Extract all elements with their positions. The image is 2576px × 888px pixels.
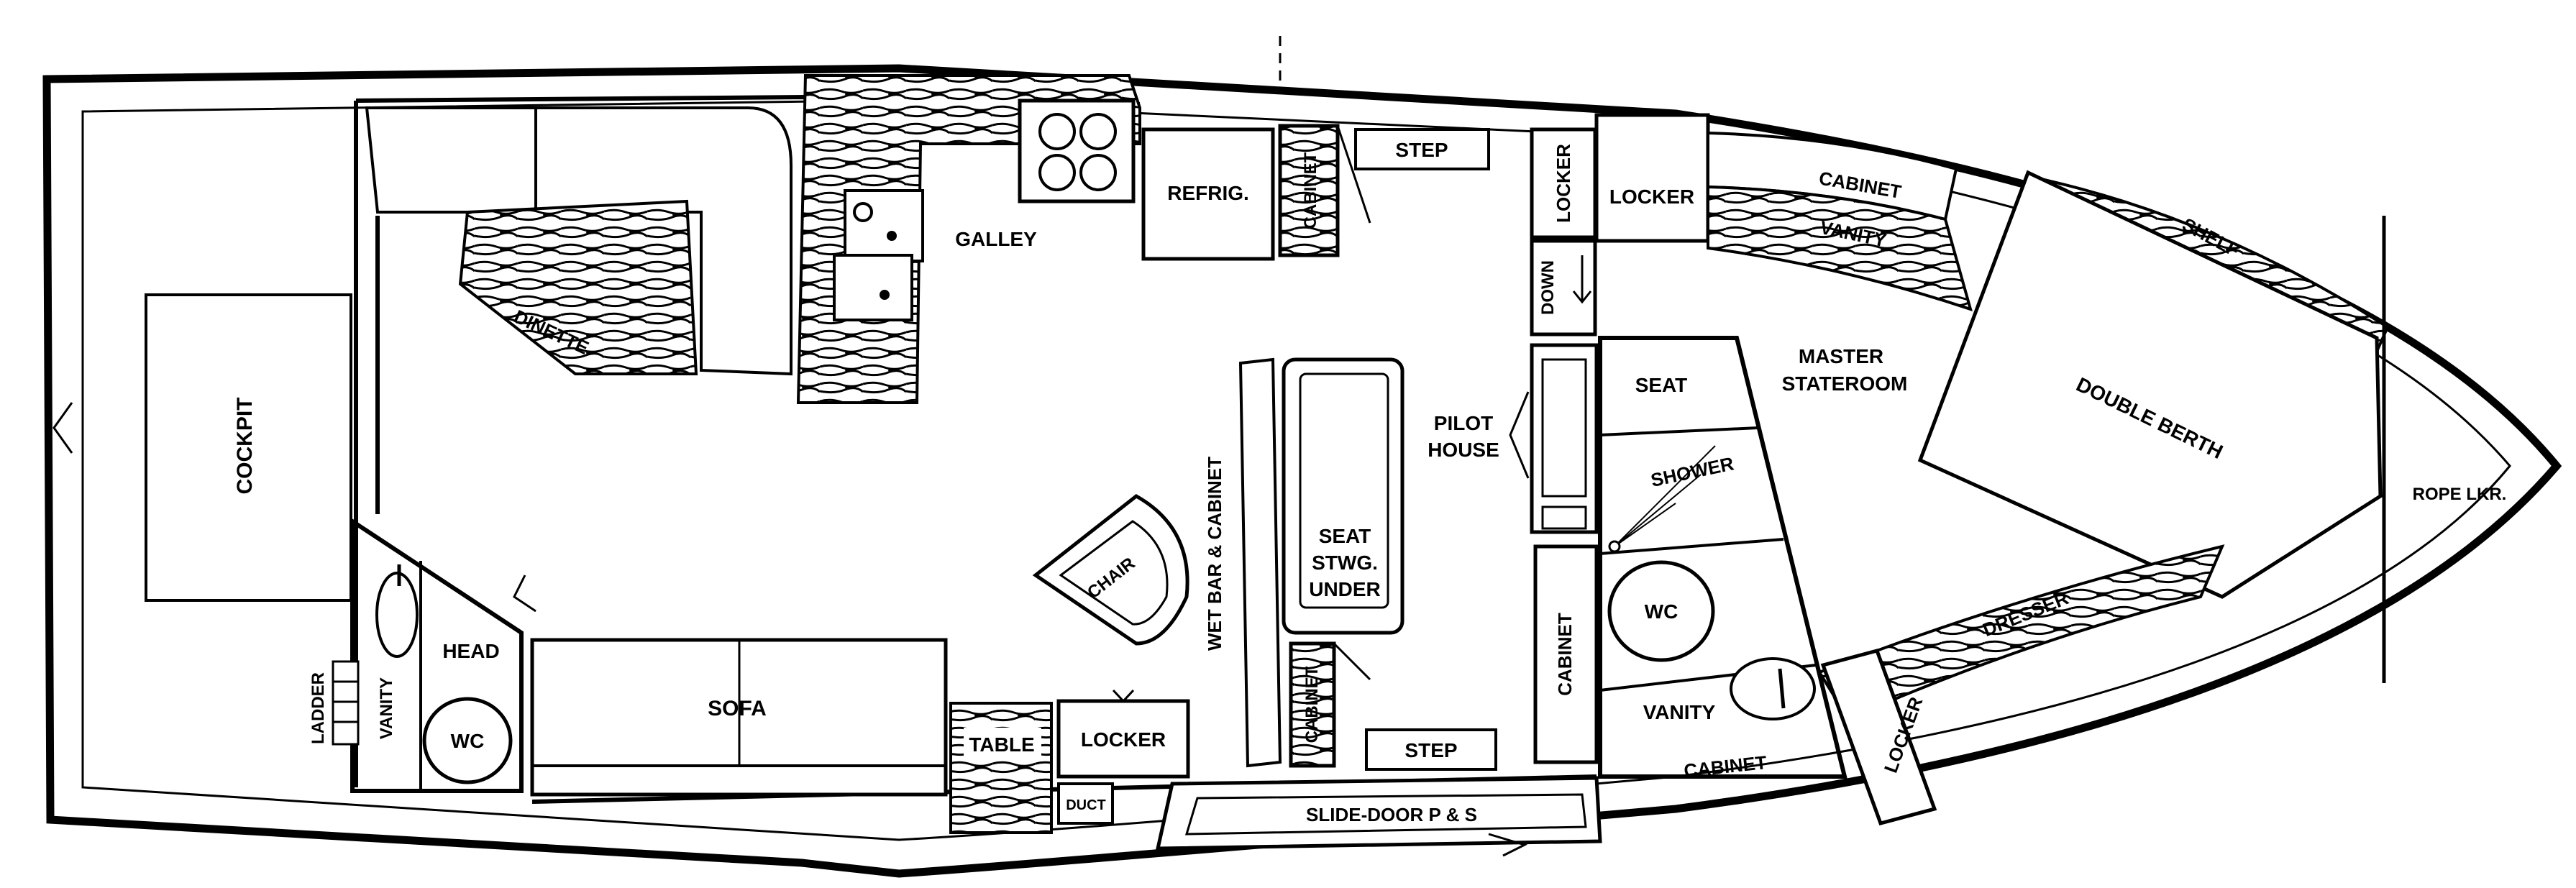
seat-storage-label-line3: UNDER — [1309, 578, 1381, 600]
sofa: SOFA — [530, 638, 948, 797]
master-cabinet-strip: CABINET VANITY — [1707, 131, 1973, 312]
aft-vanity-label: VANITY — [377, 677, 396, 739]
mid-cabinet: CABINET — [1289, 641, 1371, 768]
stairs-down-label: DOWN — [1538, 260, 1558, 315]
seat-storage: SEAT STWG. UNDER — [1282, 357, 1405, 635]
top-locker: LOCKER — [1594, 113, 1710, 243]
stairs-down: DOWN — [1530, 239, 1597, 337]
refrigerator: REFRIG. — [1141, 127, 1275, 261]
top-step-label: STEP — [1395, 139, 1448, 161]
dinette: DINETTE — [365, 106, 793, 376]
ladder-label: LADDER — [309, 672, 328, 744]
galley-cabinet-label: CABINET — [1301, 152, 1320, 229]
aft-wc-label: WC — [451, 730, 485, 752]
slide-door: SLIDE-DOOR P & S — [1155, 776, 1602, 857]
ladder: LADDER — [309, 660, 360, 746]
forward-sink — [1730, 657, 1816, 720]
galley-label: GALLEY — [955, 228, 1037, 250]
pilot-cabinet-label: CABINET — [1554, 613, 1576, 696]
master-stateroom-label-line2: STATEROOM — [1782, 372, 1908, 395]
mid-cabinet-label: CABINET — [1302, 666, 1322, 743]
pilot-house-label-line1: PILOT — [1434, 412, 1493, 434]
forward-head-compartment — [1598, 336, 1847, 779]
pilot-cabinet: CABINET — [1533, 544, 1599, 764]
top-locker-vertical: LOCKER — [1530, 127, 1597, 239]
forward-seat-label: SEAT — [1635, 374, 1688, 396]
galley-sink — [833, 189, 924, 321]
rope-locker-label: ROPE LKR. — [2413, 485, 2507, 504]
bottom-step: STEP — [1365, 728, 1497, 771]
duct: DUCT — [1057, 782, 1114, 825]
mid-locker: LOCKER — [1056, 689, 1190, 779]
master-stateroom-label-line1: MASTER — [1799, 345, 1883, 367]
cockpit-area: COCKPIT — [145, 293, 352, 602]
galley: GALLEY — [796, 74, 1141, 404]
chair: CHAIR — [1032, 494, 1189, 646]
double-berth: DOUBLE BERTH — [1917, 170, 2383, 599]
bottom-step-label: STEP — [1405, 739, 1457, 761]
table-label: TABLE — [969, 733, 1034, 756]
aft-wc: WC — [422, 697, 513, 784]
sofa-label: SOFA — [708, 697, 767, 720]
wet-bar-cabinet: WET BAR & CABINET — [1204, 357, 1282, 768]
forward-wc-label: WC — [1645, 600, 1678, 623]
dresser: DRESSER — [1817, 544, 2225, 721]
top-locker-vertical-label: LOCKER — [1553, 144, 1574, 223]
top-locker-label: LOCKER — [1609, 186, 1694, 208]
forward-vanity-label: VANITY — [1643, 701, 1716, 723]
table: TABLE — [949, 702, 1053, 834]
head-label: HEAD — [442, 640, 499, 662]
forward-wc: WC — [1607, 560, 1715, 662]
cockpit-label: COCKPIT — [233, 398, 257, 495]
refrigerator-label: REFRIG. — [1167, 182, 1249, 204]
down-arrow-icon — [1572, 255, 1592, 304]
galley-cabinet: CABINET — [1278, 124, 1371, 257]
shower-label: SHOWER — [1649, 452, 1736, 491]
wet-bar-label: WET BAR & CABINET — [1204, 457, 1225, 651]
pilot-house-label-line2: HOUSE — [1428, 439, 1499, 461]
aft-sink — [375, 564, 419, 658]
duct-label: DUCT — [1066, 797, 1106, 813]
rope-locker: ROPE LKR. — [2382, 216, 2507, 683]
slide-door-label: SLIDE-DOOR P & S — [1306, 804, 1477, 825]
seat-storage-label-line2: STWG. — [1312, 551, 1378, 574]
helm-station — [1509, 343, 1599, 534]
top-step: STEP — [1354, 128, 1490, 170]
mid-locker-label: LOCKER — [1081, 728, 1166, 751]
seat-storage-label-line1: SEAT — [1319, 525, 1371, 547]
stove — [1018, 99, 1136, 203]
